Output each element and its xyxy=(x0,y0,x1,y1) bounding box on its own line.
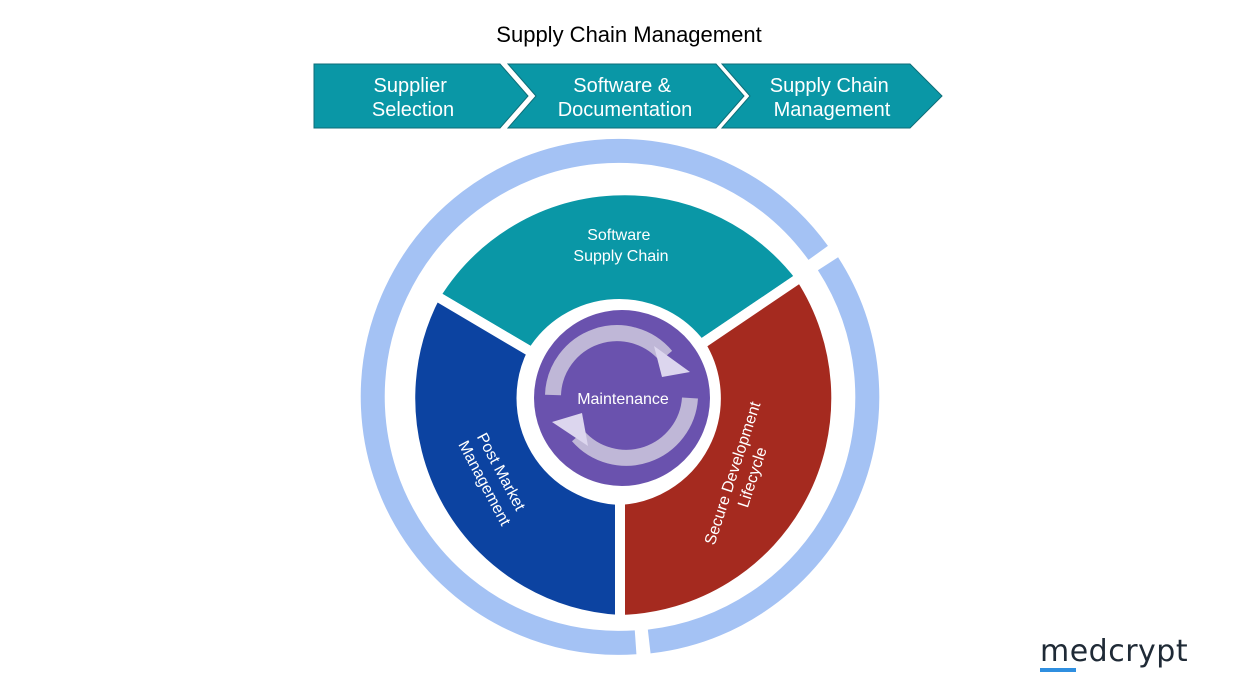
step-3-label: Supply Chain Management xyxy=(770,75,895,121)
cycle-arrows-icon xyxy=(545,325,698,466)
step-chevron-1 xyxy=(313,63,529,129)
segments xyxy=(405,185,842,625)
step-chevron-2 xyxy=(506,63,745,129)
step-1-line1: Supplier xyxy=(374,75,448,97)
step-chevron-3 xyxy=(720,63,943,129)
outer-ring-arc-small xyxy=(647,257,880,654)
step-3-line2: Management xyxy=(774,99,891,121)
maintenance-hub: Maintenance xyxy=(528,304,716,492)
step-2-line2: Documentation xyxy=(558,99,693,121)
step-1-line2: Selection xyxy=(372,99,454,121)
segment-top-label: Software Supply Chain xyxy=(573,227,668,265)
maintenance-label: Maintenance xyxy=(577,391,669,408)
diagram-title: Supply Chain Management xyxy=(496,22,762,47)
logo-underline xyxy=(1040,668,1076,672)
segment-software-supply-chain xyxy=(430,185,806,358)
outer-ring xyxy=(360,138,880,655)
step-2-line1: Software & xyxy=(573,75,671,97)
segment-top-line1: Software xyxy=(587,227,650,244)
step-3-line1: Supply Chain xyxy=(770,75,889,97)
process-steps: Supplier Selection Software & Documentat… xyxy=(313,63,943,129)
step-1-label: Supplier Selection xyxy=(372,75,454,121)
segment-secure-development xyxy=(615,272,842,625)
segment-top-line2: Supply Chain xyxy=(573,248,668,265)
step-2-label: Software & Documentation xyxy=(558,75,693,121)
segment-post-market xyxy=(405,290,625,625)
outer-ring-arc-large xyxy=(360,138,828,655)
medcrypt-logo: medcrypt xyxy=(1040,634,1189,669)
